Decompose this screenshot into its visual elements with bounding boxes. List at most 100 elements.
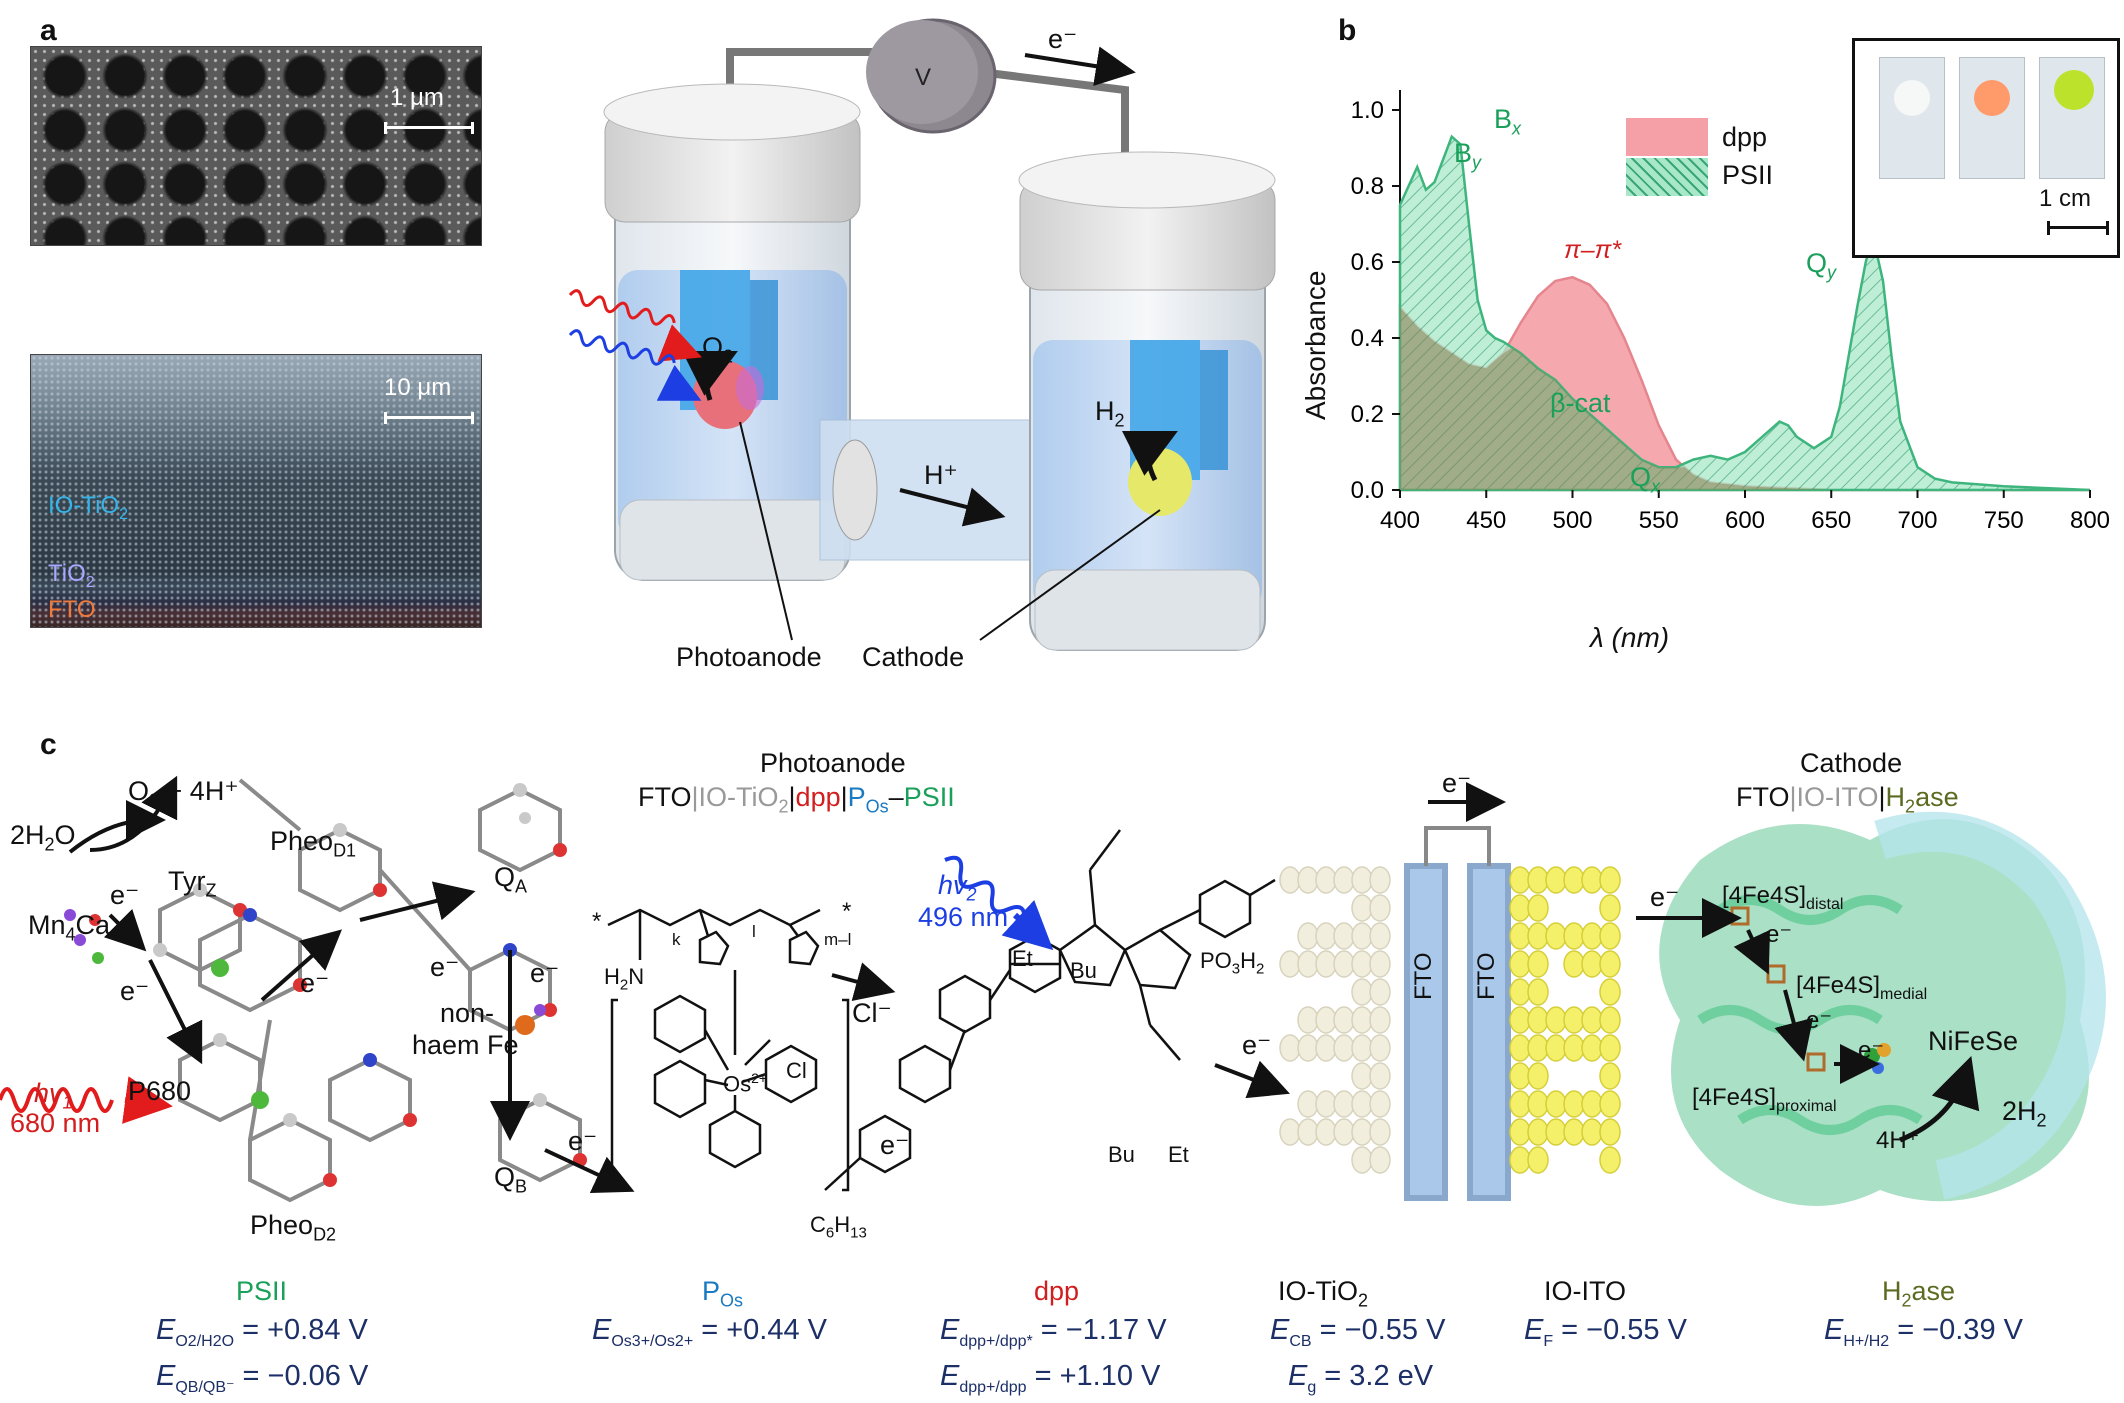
polymer-k: k	[672, 930, 681, 949]
x-axis-label: λ (nm)	[1590, 622, 1670, 653]
legend-swatch-dpp	[1626, 118, 1708, 156]
bottom-dpp-name: dpp	[1034, 1276, 1080, 1306]
mn4ca-label: Mn4Ca	[28, 910, 111, 945]
ito-sphere	[1581, 950, 1603, 978]
ito-sphere	[1527, 1006, 1549, 1034]
x-tick-label-500: 500	[1552, 507, 1592, 534]
tio2-sphere	[1315, 1118, 1337, 1146]
ito-sphere	[1545, 1090, 1567, 1118]
hydrogenase-structure	[1659, 811, 2106, 1206]
inset-slide-3	[2039, 57, 2105, 179]
ann-bcat: β-cat	[1550, 388, 1611, 418]
e-label-medial: e⁻	[1806, 1007, 1833, 1034]
qb-label: QB	[494, 1162, 528, 1197]
dpp-po3h2: PO3H2	[1200, 948, 1265, 978]
inset-scale-label: 1 cm	[2039, 185, 2092, 212]
bottom-dpp-e1: Edpp+/dpp* = −1.17 V	[940, 1314, 1167, 1350]
tio2-sphere	[1369, 1062, 1391, 1090]
ito-sphere	[1509, 950, 1531, 978]
ito-sphere	[1599, 866, 1621, 894]
photoanode-formula: FTO|IO-TiO2|dpp|POs–PSII	[638, 782, 955, 817]
electron-transfer-scheme	[0, 775, 2106, 1206]
ito-sphere	[1563, 950, 1585, 978]
c6h13-label: C6H13	[810, 1212, 867, 1242]
photoanode-title: Photoanode	[760, 748, 906, 778]
hv2-wavelength: 496 nm	[918, 902, 1009, 932]
bottom-pos-name: POs	[702, 1276, 744, 1311]
ito-sphere	[1509, 1090, 1531, 1118]
tio2-sphere	[1315, 922, 1337, 950]
ito-sphere	[1599, 1090, 1621, 1118]
ito-sphere	[1599, 922, 1621, 950]
ito-sphere	[1599, 894, 1621, 922]
proton-label: H⁺	[924, 460, 958, 490]
ito-sphere	[1545, 1118, 1567, 1146]
h2-label: H2	[1095, 396, 1125, 431]
p680-label: P680	[128, 1076, 192, 1106]
bottom-psii-name: PSII	[236, 1276, 288, 1306]
ito-sphere	[1599, 1146, 1621, 1174]
tio2-sphere	[1279, 1118, 1301, 1146]
polymer-ml: m–l	[824, 930, 852, 949]
tio2-sphere	[1369, 922, 1391, 950]
bottom-psii-e2: EQB/QB⁻ = −0.06 V	[156, 1360, 369, 1396]
tio2-sphere	[1333, 950, 1355, 978]
ito-sphere	[1527, 1090, 1549, 1118]
ito-sphere	[1563, 1034, 1585, 1062]
tio2-sphere	[1369, 1090, 1391, 1118]
e-label-distal: e⁻	[1766, 921, 1793, 948]
tio2-sphere	[1351, 950, 1373, 978]
legend-label-psii: PSII	[1722, 160, 1774, 190]
bottom-ito-e: EF = −0.55 V	[1524, 1314, 1687, 1350]
tio2-sphere	[1369, 866, 1391, 894]
polymer-star-right: *	[842, 898, 852, 925]
layer-label-io-tio2: IO-TiO2	[48, 492, 129, 523]
ito-sphere	[1563, 1006, 1585, 1034]
sem-bottom-image	[30, 354, 482, 628]
sem-bottom-scalebar	[384, 412, 474, 424]
ito-sphere	[1545, 1034, 1567, 1062]
ito-sphere	[1509, 922, 1531, 950]
pec-electron-label: e⁻	[1048, 24, 1078, 54]
tio2-sphere	[1297, 1118, 1319, 1146]
ito-sphere	[1527, 1062, 1549, 1090]
y-tick-label-0.4: 0.4	[1351, 325, 1384, 352]
tio2-sphere	[1315, 1090, 1337, 1118]
pheo-d2-label: PheoD2	[250, 1210, 337, 1245]
tio2-sphere	[1297, 1034, 1319, 1062]
tio2-sphere	[1369, 950, 1391, 978]
dpp-et-bottom: Et	[1168, 1142, 1189, 1167]
water-label: 2H2O	[10, 820, 76, 855]
y-tick-label-0.8: 0.8	[1351, 173, 1384, 200]
ann-qy: Qy	[1806, 248, 1837, 283]
tio2-sphere	[1297, 922, 1319, 950]
e-label-tyr: e⁻	[120, 976, 150, 1006]
e-label-mn: e⁻	[110, 880, 140, 910]
polymer-star-left: *	[592, 908, 602, 935]
e-label-fe: e⁻	[530, 958, 560, 988]
io-tio2-balls	[1279, 866, 1391, 1174]
panel-letter-a: a	[40, 14, 57, 47]
y-axis-label: Absorbance	[1300, 270, 1331, 420]
tio2-sphere	[1351, 1146, 1373, 1174]
x-tick-label-450: 450	[1466, 507, 1506, 534]
o2-4h-label: O2 + 4H⁺	[128, 776, 239, 811]
tio2-sphere	[1333, 1118, 1355, 1146]
tio2-sphere	[1315, 1034, 1337, 1062]
tio2-sphere	[1279, 1034, 1301, 1062]
tyrz-label: TyrZ	[168, 866, 217, 901]
os-polymer-structure	[607, 908, 850, 1192]
panel-letter-c: c	[40, 728, 57, 761]
tio2-sphere	[1297, 866, 1319, 894]
tio2-sphere	[1333, 866, 1355, 894]
layer-label-fto: FTO	[48, 596, 96, 623]
e-label-qb: e⁻	[568, 1126, 598, 1156]
x-tick-label-400: 400	[1380, 507, 1420, 534]
fto-right-label: FTO	[1473, 952, 1500, 1000]
sem-top-image	[30, 46, 482, 246]
layer-label-tio2: TiO2	[48, 560, 95, 591]
tio2-sphere	[1333, 1006, 1355, 1034]
tio2-sphere	[1369, 1006, 1391, 1034]
ito-sphere	[1527, 894, 1549, 922]
